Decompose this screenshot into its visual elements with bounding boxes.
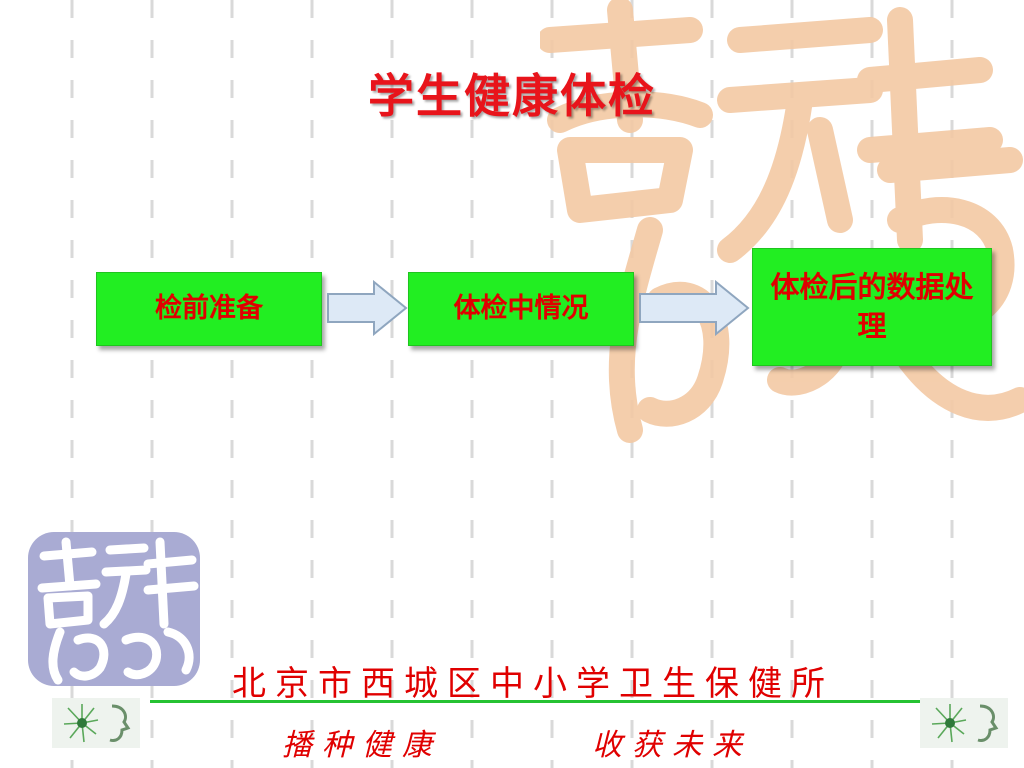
footer-divider (150, 700, 922, 703)
step-box-pre-exam: 检前准备 (96, 272, 322, 346)
dandelion-face-logo-icon (920, 698, 1008, 748)
step-box-post-exam: 体检后的数据处理 (752, 248, 992, 366)
flow-arrow-2 (639, 280, 750, 336)
step-box-during-exam: 体检中情况 (408, 272, 634, 346)
auspicious-calligraphy-watermark-icon (540, 0, 1024, 443)
page-title: 学生健康体检 (368, 69, 656, 123)
step-label: 体检后的数据处理 (770, 269, 974, 343)
auspicious-seal-stamp-icon (28, 532, 200, 686)
slogan-right: 收获未来 (592, 728, 752, 763)
slogan-left: 播种健康 (282, 728, 442, 763)
step-label: 体检中情况 (453, 292, 589, 324)
dandelion-face-logo-icon (52, 698, 140, 748)
organization-name: 北京市西城区中小学卫生保健所 (232, 664, 834, 704)
flow-arrow-1 (327, 280, 408, 336)
step-label: 检前准备 (155, 292, 263, 324)
